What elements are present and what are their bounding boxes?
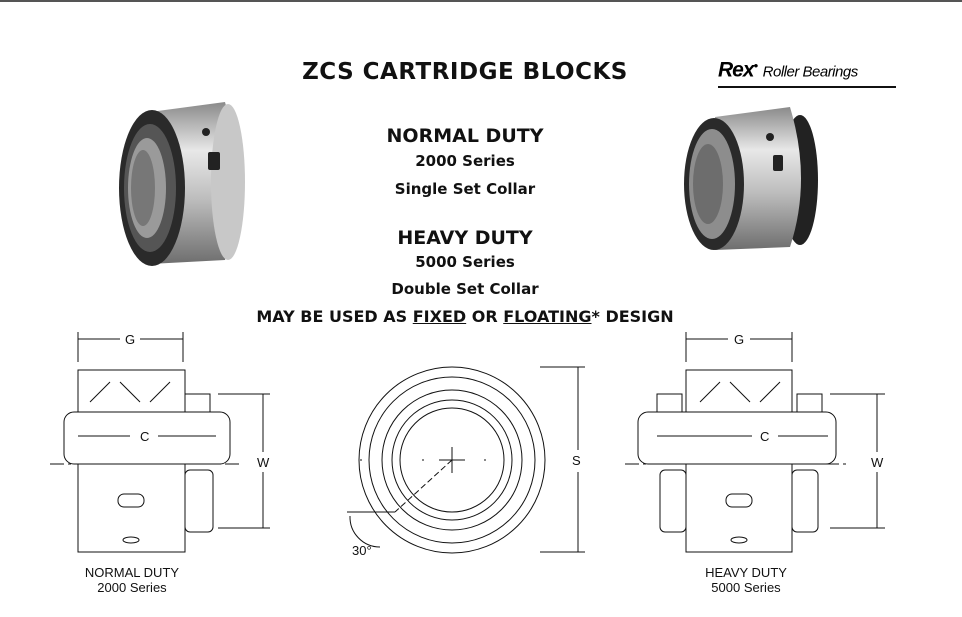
normal-duty-caption: NORMAL DUTY 2000 Series (62, 565, 202, 595)
heavy-duty-heading: HEAVY DUTY (397, 227, 533, 249)
normal-w-label: W (257, 455, 270, 470)
rex-logo: Rex• Roller Bearings (718, 58, 896, 89)
normal-g-label: G (125, 332, 135, 347)
normal-c-label: C (140, 429, 149, 444)
design-note: MAY BE USED AS FIXED OR FLOATING* DESIGN (200, 307, 730, 326)
design-floating: FLOATING (503, 307, 592, 326)
angle-label: 30° (352, 543, 372, 558)
end-s-label: S (572, 453, 581, 468)
caption-left-line2: 2000 Series (97, 580, 167, 595)
end-view-drawing (347, 366, 585, 554)
heavy-duty-collar: Double Set Collar (391, 280, 539, 298)
caption-left-line1: NORMAL DUTY (84, 565, 180, 580)
caption-right-line2: 5000 Series (711, 580, 781, 595)
design-pre: MAY BE USED AS (256, 307, 413, 326)
page-title: ZCS CARTRIDGE BLOCKS (302, 59, 628, 85)
normal-duty-bearing-image (119, 102, 245, 266)
heavy-c-label: C (760, 429, 769, 444)
caption-right-line1: HEAVY DUTY (705, 565, 787, 580)
logo-tagline: Roller Bearings (762, 63, 859, 81)
heavy-duty-series: 5000 Series (415, 253, 515, 271)
logo-brand: Rex (718, 58, 755, 82)
design-fixed: FIXED (412, 307, 467, 326)
design-mid: OR (466, 307, 504, 326)
normal-duty-collar: Single Set Collar (394, 180, 536, 198)
normal-duty-heading: NORMAL DUTY (386, 125, 544, 147)
normal-duty-series: 2000 Series (415, 152, 515, 170)
heavy-g-label: G (734, 332, 744, 347)
heavy-w-label: W (871, 455, 884, 470)
normal-duty-drawing (50, 332, 270, 553)
heavy-duty-bearing-image (684, 107, 818, 250)
heavy-duty-caption: HEAVY DUTY 5000 Series (676, 565, 816, 595)
design-post: * DESIGN (591, 307, 674, 326)
heavy-duty-drawing (625, 332, 885, 553)
